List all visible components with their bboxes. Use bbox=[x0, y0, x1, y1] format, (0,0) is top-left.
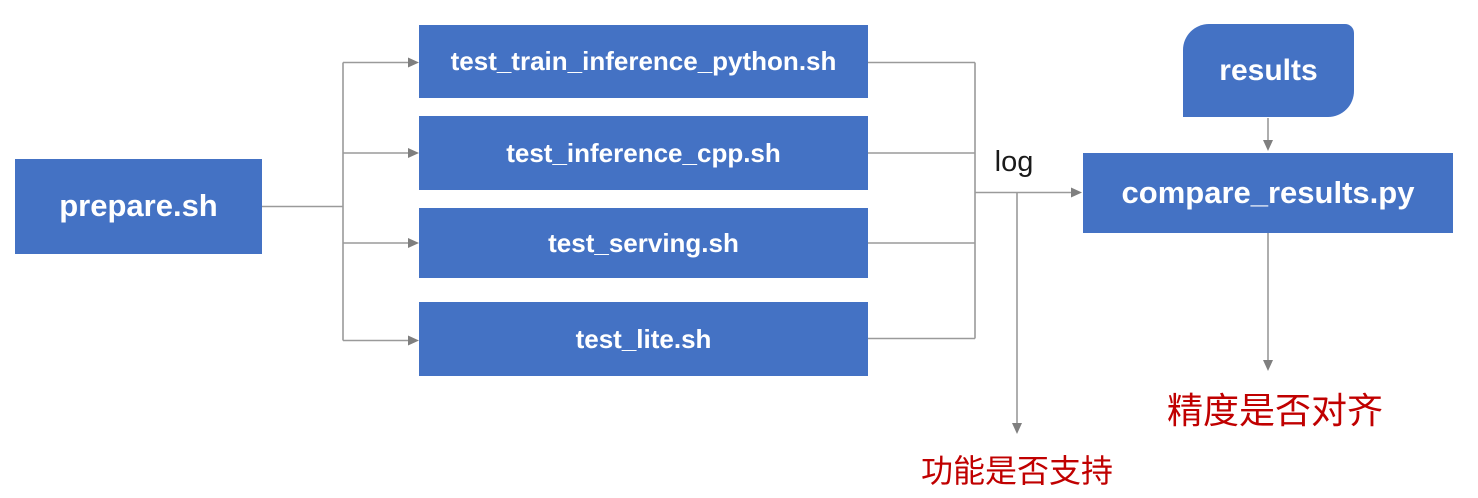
node-test-serving-label: test_serving.sh bbox=[548, 227, 739, 258]
node-test-inference-cpp-label: test_inference_cpp.sh bbox=[506, 137, 781, 168]
node-test-serving: test_serving.sh bbox=[419, 208, 868, 278]
node-test-inference-cpp: test_inference_cpp.sh bbox=[419, 116, 868, 190]
annotation-accuracy-alignment: 精度是否对齐 bbox=[1166, 390, 1383, 431]
node-test-lite-label: test_lite.sh bbox=[575, 323, 712, 354]
node-results-label: results bbox=[1219, 54, 1318, 87]
annotation-feature-support: 功能是否支持 bbox=[920, 453, 1113, 489]
node-compare-results-py: compare_results.py bbox=[1083, 153, 1453, 233]
node-compare-results-py-label: compare_results.py bbox=[1121, 174, 1415, 210]
node-prepare-sh: prepare.sh bbox=[15, 159, 262, 254]
node-test-train-inference-python-label: test_train_inference_python.sh bbox=[450, 46, 837, 77]
node-test-lite: test_lite.sh bbox=[419, 302, 868, 376]
node-prepare-sh-label: prepare.sh bbox=[59, 188, 218, 224]
node-results: results bbox=[1183, 24, 1354, 117]
node-test-train-inference-python: test_train_inference_python.sh bbox=[419, 25, 868, 98]
edge-label-log: log bbox=[994, 146, 1034, 178]
